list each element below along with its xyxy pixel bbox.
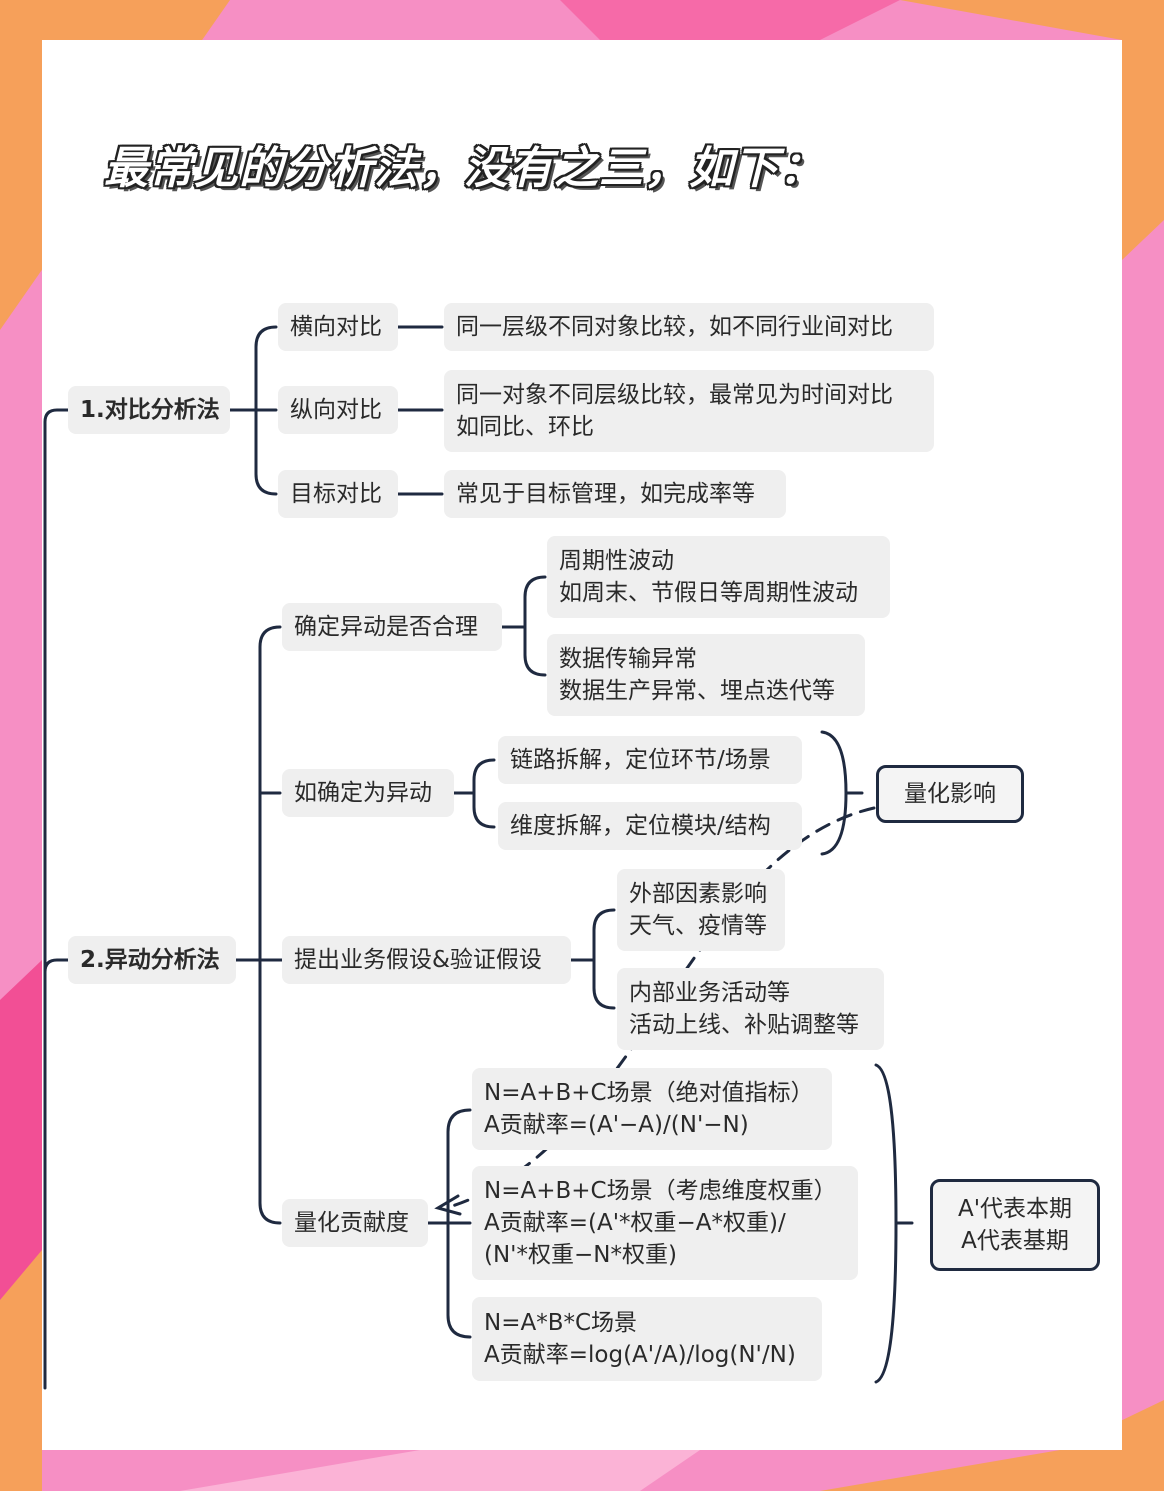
page-title: 最常见的分析法，没有之三，如下： xyxy=(104,143,824,194)
desc-line: 同一层级不同对象比较，如不同行业间对比 xyxy=(456,314,893,340)
node-data-transmission-error: 数据传输异常 数据生产异常、埋点迭代等 xyxy=(547,634,865,716)
formula-line: (N'*权重−N*权重) xyxy=(484,1242,677,1268)
formula-line: A贡献率=(A'−A)/(N'−N) xyxy=(484,1112,749,1138)
node-hypothesis: 提出业务假设&验证假设 xyxy=(282,936,571,984)
node-formula-additive: N=A+B+C场景（绝对值指标） A贡献率=(A'−A)/(N'−N) xyxy=(472,1068,832,1150)
note-line: A'代表本期 xyxy=(957,1196,1073,1222)
node-vertical-comparison: 纵向对比 xyxy=(278,386,398,434)
node-external-factors: 外部因素影响 天气、疫情等 xyxy=(617,869,785,951)
branch-comparison-analysis: 1.对比分析法 xyxy=(68,386,230,434)
node-line: 周期性波动 xyxy=(559,548,674,574)
note-period-legend: A'代表本期 A代表基期 xyxy=(930,1179,1100,1271)
node-line: 内部业务活动等 xyxy=(629,980,790,1006)
desc-target-comparison: 常见于目标管理，如完成率等 xyxy=(444,470,786,518)
node-link-breakdown: 链路拆解，定位环节/场景 xyxy=(498,736,802,784)
node-quantify-contribution: 量化贡献度 xyxy=(282,1199,428,1247)
node-horizontal-comparison: 横向对比 xyxy=(278,303,398,351)
node-line: 数据生产异常、埋点迭代等 xyxy=(559,678,835,704)
formula-line: A贡献率=log(A'/A)/log(N'/N) xyxy=(484,1342,796,1368)
branch-anomaly-analysis: 2.异动分析法 xyxy=(68,936,236,984)
node-line: 活动上线、补贴调整等 xyxy=(629,1012,859,1038)
node-dimension-breakdown: 维度拆解，定位模块/结构 xyxy=(498,802,802,850)
node-internal-activities: 内部业务活动等 活动上线、补贴调整等 xyxy=(617,968,884,1050)
node-cyclical-fluctuation: 周期性波动 如周末、节假日等周期性波动 xyxy=(547,536,890,618)
node-line: 外部因素影响 xyxy=(629,881,767,907)
node-formula-multiplicative: N=A*B*C场景 A贡献率=log(A'/A)/log(N'/N) xyxy=(472,1297,822,1381)
desc-horizontal-comparison: 同一层级不同对象比较，如不同行业间对比 xyxy=(444,303,934,351)
node-target-comparison: 目标对比 xyxy=(278,470,398,518)
node-formula-weighted: N=A+B+C场景（考虑维度权重） A贡献率=(A'*权重−A*权重)/ (N'… xyxy=(472,1166,858,1280)
formula-line: A贡献率=(A'*权重−A*权重)/ xyxy=(484,1210,786,1236)
note-line: A代表基期 xyxy=(961,1228,1069,1254)
node-line: 如周末、节假日等周期性波动 xyxy=(559,580,858,606)
formula-line: N=A+B+C场景（考虑维度权重） xyxy=(484,1178,837,1204)
node-line: 数据传输异常 xyxy=(559,646,697,672)
desc-line: 同一对象不同层级比较，最常见为时间对比 xyxy=(456,382,893,408)
node-line: 天气、疫情等 xyxy=(629,913,767,939)
node-confirm-anomaly: 如确定为异动 xyxy=(282,769,454,817)
note-quantify-impact: 量化影响 xyxy=(876,765,1024,823)
desc-line: 常见于目标管理，如完成率等 xyxy=(456,481,755,507)
formula-line: N=A*B*C场景 xyxy=(484,1310,638,1336)
desc-line: 如同比、环比 xyxy=(456,414,594,440)
node-check-reasonable: 确定异动是否合理 xyxy=(282,603,502,651)
formula-line: N=A+B+C场景（绝对值指标） xyxy=(484,1080,814,1106)
desc-vertical-comparison: 同一对象不同层级比较，最常见为时间对比 如同比、环比 xyxy=(444,370,934,452)
